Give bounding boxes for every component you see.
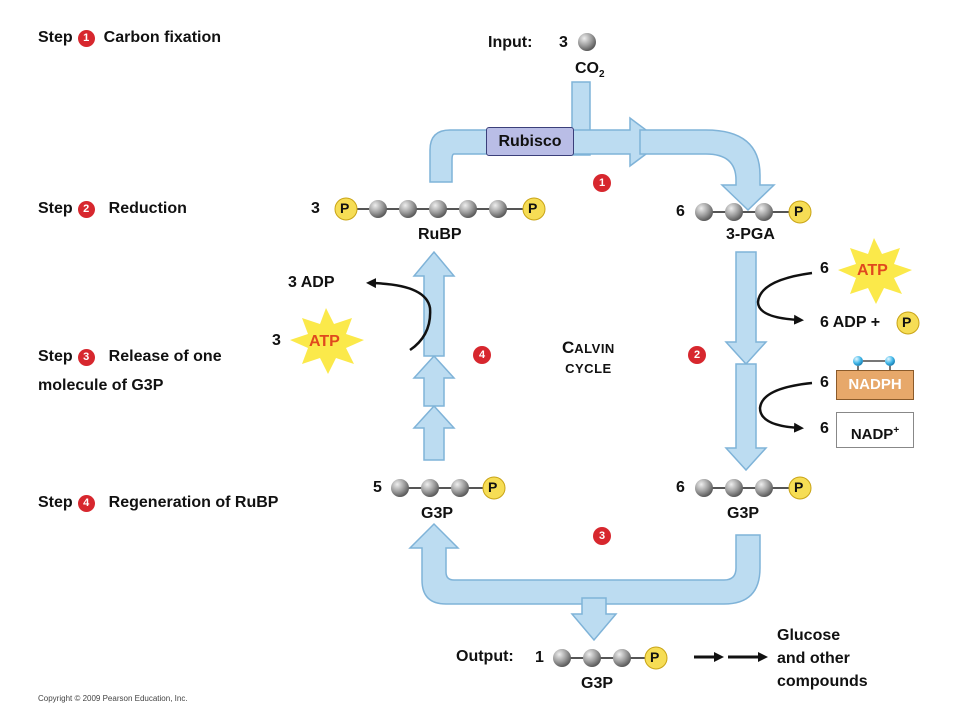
pga-molecule	[695, 203, 800, 221]
step-1-label: Step 1 Carbon fixation	[38, 29, 222, 47]
left-arrow-2	[412, 354, 456, 407]
cycle-badge-4: 4	[473, 346, 491, 364]
atp-burst-regeneration	[290, 308, 364, 374]
g3p-left-label: G3P	[421, 505, 454, 522]
g3p-output-count: 1	[535, 649, 544, 666]
g3p-left-count: 5	[373, 479, 382, 496]
rubp-molecule	[346, 200, 534, 218]
step-3-badge: 3	[77, 348, 95, 366]
step-2-badge: 2	[77, 200, 95, 218]
step-2-label: Step 2 Reduction	[38, 200, 187, 218]
g3p-output-label: G3P	[581, 675, 614, 692]
nadph-to-nadp-arrow	[758, 381, 813, 433]
cycle-badge-2: 2	[688, 346, 706, 364]
rubp-count: 3	[311, 200, 320, 217]
calvin-cycle-title: CALVIN CYCLE	[562, 338, 615, 376]
output-product-line-2: and other	[777, 650, 850, 667]
bottom-cycle-arrow	[408, 522, 761, 605]
g3p-output-molecule	[553, 649, 656, 667]
step-4-label: Step 4 Regeneration of RuBP	[38, 494, 279, 512]
output-label: Output:	[456, 648, 514, 665]
pga-count: 6	[676, 203, 685, 220]
rubp-phosphate-right: P	[528, 200, 538, 216]
output-product-line-3: compounds	[777, 673, 868, 690]
reduction-atp-label: ATP	[857, 262, 888, 279]
step-3-label-continued: molecule of G3P	[38, 377, 164, 394]
cycle-badge-1: 1	[593, 174, 611, 192]
top-right-arrow	[639, 129, 776, 212]
right-arrow-2	[724, 363, 768, 472]
g3p-right-phosphate: P	[794, 479, 804, 495]
pga-phosphate: P	[794, 203, 804, 219]
step-4-badge: 4	[77, 494, 95, 512]
atp-to-adp-regeneration-arrow	[366, 278, 432, 352]
reduction-adp-label: 6 ADP +	[820, 314, 881, 331]
output-product-line-1: Glucose	[777, 627, 841, 644]
nadph-count: 6	[820, 374, 829, 391]
g3p-left-molecule	[391, 479, 494, 497]
regeneration-adp-label: 3 ADP	[288, 274, 335, 291]
left-arrow-3	[412, 250, 456, 357]
nadp-box: NADP+	[836, 412, 914, 448]
input-label: Input:	[488, 34, 533, 51]
nadph-electron	[853, 356, 863, 366]
left-arrow-1	[412, 404, 456, 461]
reduction-adp-phosphate: P	[902, 314, 912, 330]
g3p-right-count: 6	[676, 479, 685, 496]
g3p-left-phosphate: P	[488, 479, 498, 495]
nadph-box: NADPH	[836, 370, 914, 400]
regeneration-atp-label: ATP	[309, 333, 340, 350]
g3p-right-label: G3P	[727, 505, 760, 522]
atp-burst-reduction	[838, 238, 912, 304]
step-1-badge: 1	[77, 29, 95, 47]
nadp-count: 6	[820, 420, 829, 437]
phosphate-circles	[334, 197, 920, 670]
rubp-phosphate-left: P	[340, 200, 350, 216]
nadph-electron	[885, 356, 895, 366]
right-arrow-1	[724, 251, 768, 366]
copyright-notice: Copyright © 2009 Pearson Education, Inc.	[38, 694, 188, 703]
cycle-badge-3: 3	[593, 527, 611, 545]
rubisco-enzyme: Rubisco	[486, 127, 574, 156]
atp-to-adp-reduction-arrow	[756, 271, 813, 325]
pga-label: 3-PGA	[726, 226, 775, 243]
co2-carbon	[578, 33, 596, 51]
rubp-label: RuBP	[418, 226, 462, 243]
step-3-label: Step 3 Release of one	[38, 348, 222, 366]
g3p-right-molecule	[695, 479, 800, 497]
co2-label: CO2	[575, 60, 605, 81]
input-count: 3	[559, 34, 568, 51]
reduction-atp-count: 6	[820, 260, 829, 277]
regeneration-atp-count: 3	[272, 332, 281, 349]
g3p-output-phosphate: P	[650, 649, 660, 665]
output-arrow	[570, 597, 618, 642]
